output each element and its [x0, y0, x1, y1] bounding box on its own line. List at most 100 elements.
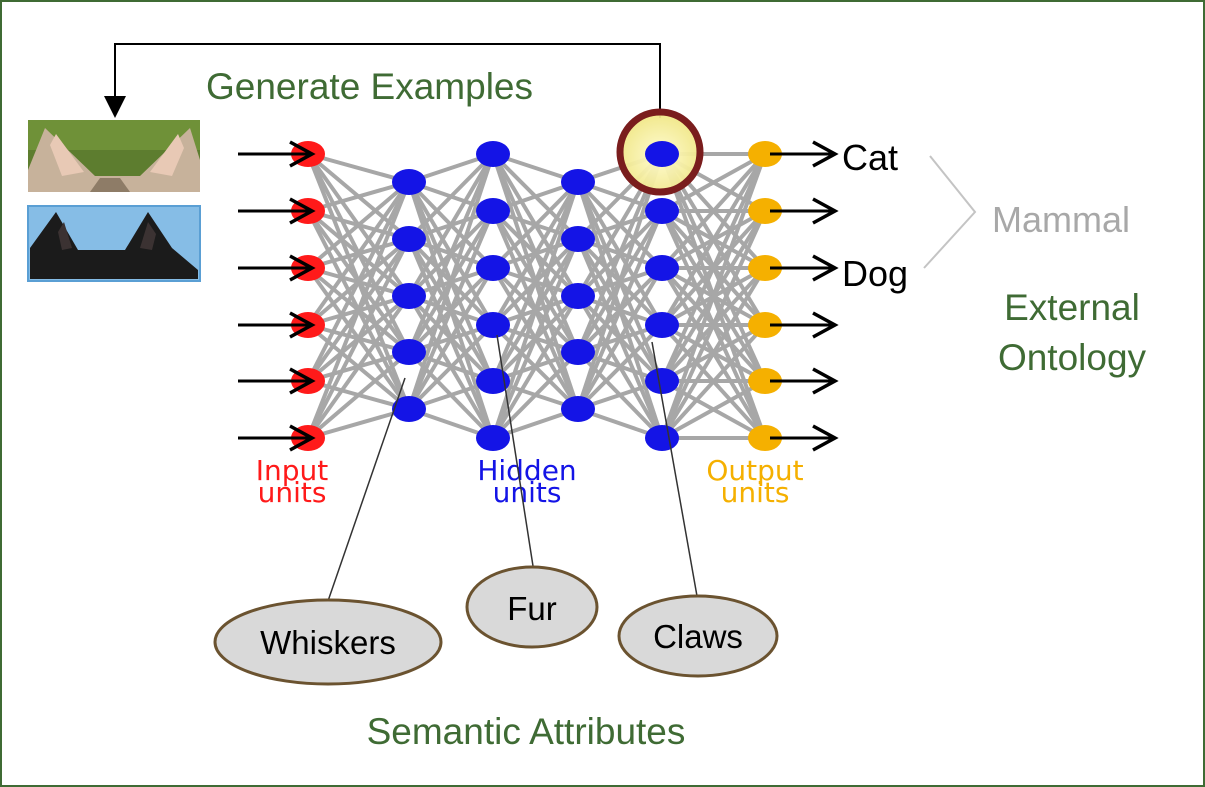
svg-text:Claws: Claws	[653, 618, 743, 655]
hidden2-unit-1	[476, 198, 510, 224]
input-arrow-4	[238, 367, 316, 395]
edge-input-2-hidden1-0	[306, 180, 411, 270]
output-unit-4	[748, 368, 782, 394]
output-label-cat: Cat	[842, 137, 898, 178]
cat-ears-thumbnail	[28, 120, 200, 192]
ontology-parent-mammal: Mammal	[992, 199, 1130, 240]
edge-hidden1-4-hidden2-0	[407, 153, 495, 410]
svg-text:Input: Input	[256, 454, 329, 487]
title-generate-examples: Generate Examples	[206, 66, 533, 107]
io-arrows	[238, 140, 839, 452]
attribute-claws: Claws	[617, 594, 779, 678]
external-ontology-line1: External	[1004, 287, 1140, 328]
edge-hidden3-4-hidden4-2	[576, 266, 664, 411]
network-edges	[306, 152, 767, 440]
hidden3-unit-2	[561, 283, 595, 309]
hidden2-unit-4	[476, 368, 510, 394]
hidden4-unit-3	[645, 312, 679, 338]
attribute-fur: Fur	[465, 565, 599, 649]
hidden3-unit-4	[561, 396, 595, 422]
hidden4-unit-1	[645, 198, 679, 224]
edge-input-5-hidden1-0	[306, 181, 411, 439]
edge-input-5-hidden1-3	[306, 350, 411, 440]
output-unit-5	[748, 425, 782, 451]
hidden1-unit-2	[392, 283, 426, 309]
edge-input-1-hidden1-0	[307, 180, 410, 213]
hidden4-unit-4	[645, 368, 679, 394]
edge-hidden2-5-hidden3-3	[491, 350, 580, 440]
edge-input-5-hidden1-1	[306, 238, 411, 439]
edge-input-3-hidden1-0	[306, 180, 411, 327]
semantic-attributes-title: Semantic Attributes	[367, 711, 686, 752]
output-unit-2	[748, 255, 782, 281]
input-arrow-3	[238, 311, 316, 339]
edge-input-5-hidden1-2	[306, 294, 411, 440]
ontology-brace	[923, 155, 977, 269]
hidden2-unit-5	[476, 425, 510, 451]
output-label-dog: Dog	[842, 253, 908, 294]
input-arrow-0	[238, 140, 316, 168]
hidden2-unit-3	[476, 312, 510, 338]
feedback-arrow-head	[104, 96, 126, 118]
edge-hidden4-5-output-0	[660, 153, 767, 439]
edge-hidden3-4-hidden4-0	[576, 153, 664, 410]
input-units-label: Input units	[256, 454, 329, 509]
fur-pointer	[496, 334, 534, 567]
input-arrow-2	[238, 254, 316, 282]
hidden2-unit-2	[476, 255, 510, 281]
output-unit-3	[748, 312, 782, 338]
hidden4-unit-0	[645, 141, 679, 167]
edge-hidden2-5-hidden3-0	[491, 181, 580, 439]
edge-hidden1-4-hidden2-2	[407, 266, 495, 411]
svg-text:Fur: Fur	[507, 590, 557, 627]
hidden1-unit-3	[392, 339, 426, 365]
svg-text:Hidden: Hidden	[477, 454, 576, 487]
svg-text:Output: Output	[706, 454, 803, 487]
output-unit-0	[748, 141, 782, 167]
external-ontology-line2: Ontology	[998, 337, 1147, 378]
hidden1-unit-4	[392, 396, 426, 422]
highlighted-unit-ring	[616, 108, 704, 196]
svg-text:units: units	[721, 476, 790, 509]
edge-hidden4-5-output-3	[660, 323, 767, 440]
output-unit-1	[748, 198, 782, 224]
edge-hidden4-5-output-1	[660, 210, 767, 439]
edge-hidden1-3-hidden2-0	[407, 153, 495, 353]
edge-hidden4-4-output-0	[660, 153, 767, 382]
edge-hidden4-5-output-4	[661, 379, 766, 440]
feedback-arrow	[114, 43, 661, 118]
hidden4-unit-5	[645, 425, 679, 451]
edge-input-0-hidden1-0	[307, 152, 410, 184]
svg-text:units: units	[493, 476, 562, 509]
claws-pointer	[651, 341, 698, 597]
output-arrow-3	[770, 311, 839, 339]
edge-hidden2-3-hidden3-0	[491, 180, 580, 327]
whiskers-pointer	[327, 377, 406, 602]
hidden2-unit-0	[476, 141, 510, 167]
edge-hidden1-1-hidden2-0	[407, 152, 495, 241]
input-arrow-1	[238, 197, 316, 225]
edge-hidden2-5-hidden3-2	[491, 294, 580, 440]
edge-hidden2-4-hidden3-0	[491, 181, 580, 382]
hidden3-unit-0	[561, 169, 595, 195]
hidden-units-label: Hidden units	[477, 454, 576, 509]
output-arrow-2	[770, 254, 839, 282]
edge-hidden4-1-output-0	[661, 152, 766, 213]
output-arrow-0	[770, 140, 839, 168]
output-arrow-1	[770, 197, 839, 225]
edge-hidden4-2-output-0	[660, 152, 767, 270]
edge-hidden1-4-hidden2-3	[407, 323, 495, 411]
edge-hidden3-4-hidden4-3	[576, 323, 664, 411]
hidden1-unit-1	[392, 226, 426, 252]
edge-input-4-hidden1-0	[306, 181, 411, 382]
edge-hidden4-5-output-2	[660, 266, 767, 440]
edge-hidden1-4-hidden2-1	[407, 210, 495, 410]
output-units-label: Output units	[706, 454, 803, 509]
hidden3-unit-1	[561, 226, 595, 252]
svg-text:Whiskers: Whiskers	[260, 624, 396, 661]
dog-ears-thumbnail	[27, 205, 201, 282]
edge-hidden1-2-hidden2-0	[407, 152, 495, 298]
